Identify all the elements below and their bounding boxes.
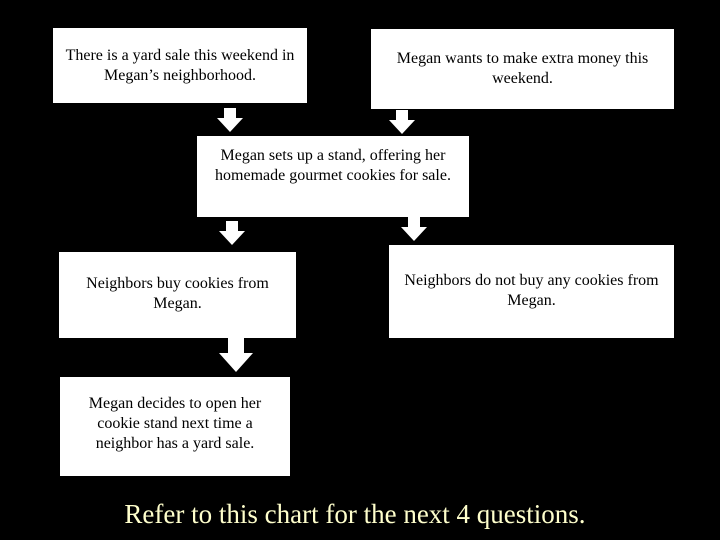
box-sets-up-stand-text: Megan sets up a stand, offering her home… xyxy=(215,147,451,184)
box-extra-money: Megan wants to make extra money this wee… xyxy=(371,29,674,109)
box-sets-up-stand: Megan sets up a stand, offering her home… xyxy=(197,136,469,217)
box-neighbors-buy: Neighbors buy cookies from Megan. xyxy=(59,252,296,338)
box-decides-to-open-text: Megan decides to open her cookie stand n… xyxy=(88,395,262,452)
box-yard-sale-text: There is a yard sale this weekend in Meg… xyxy=(65,47,295,84)
box-neighbors-do-not-buy-text: Neighbors do not buy any cookies from Me… xyxy=(404,272,659,309)
box-neighbors-do-not-buy: Neighbors do not buy any cookies from Me… xyxy=(389,245,674,338)
box-yard-sale: There is a yard sale this weekend in Meg… xyxy=(53,28,307,103)
arrow-stand-to-not-buy xyxy=(401,217,427,241)
box-extra-money-text: Megan wants to make extra money this wee… xyxy=(396,50,649,87)
box-decides-to-open: Megan decides to open her cookie stand n… xyxy=(60,377,290,476)
instruction-caption: Refer to this chart for the next 4 quest… xyxy=(124,499,586,529)
arrow-extra-money-to-stand xyxy=(389,110,415,134)
box-neighbors-buy-text: Neighbors buy cookies from Megan. xyxy=(86,275,269,312)
arrow-buy-to-decides xyxy=(219,338,253,372)
arrow-stand-to-buy xyxy=(219,221,245,245)
arrow-yard-sale-to-stand xyxy=(217,108,243,132)
